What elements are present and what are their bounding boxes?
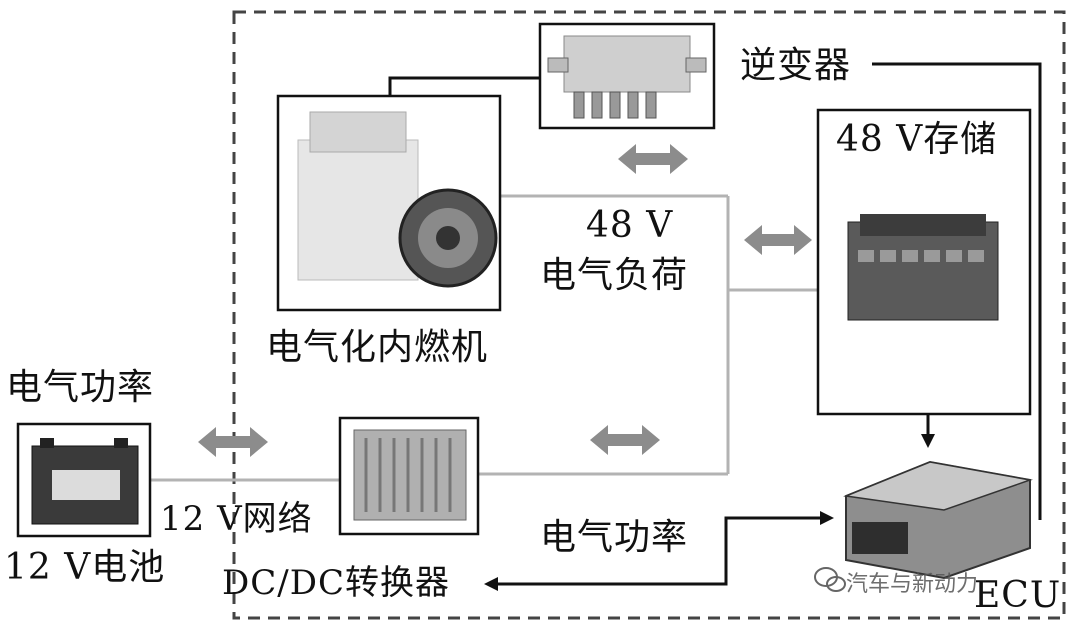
inverter-image	[538, 22, 716, 130]
load-48v-label-line1: 48 V	[586, 205, 674, 246]
battery-image	[16, 422, 152, 538]
control-lines	[388, 62, 1042, 586]
engine-image	[276, 94, 502, 312]
network-12v-label: 12 V网络	[160, 499, 313, 539]
bus-48v-lines	[150, 194, 818, 482]
electric-power-bottom-label: 电气功率	[540, 517, 689, 558]
battery-12v-label: 12 V电池	[4, 547, 166, 588]
system-boundary	[232, 10, 1066, 620]
electrified-ice-label: 电气化内燃机	[266, 327, 489, 368]
bidirectional-arrow	[198, 427, 268, 457]
watermark-text: 汽车与新动力	[846, 572, 979, 597]
electric-power-left-label: 电气功率	[6, 367, 155, 408]
storage-48v-label: 48 V存储	[836, 119, 998, 160]
storage-unit-image	[816, 108, 1032, 416]
bidirectional-arrow	[590, 425, 660, 455]
dcdc-converter-image	[338, 416, 480, 536]
load-48v-label-line2: 电气负荷	[540, 255, 689, 296]
inverter-label: 逆变器	[740, 45, 852, 86]
ecu-image	[843, 460, 1033, 580]
ecu-label: ECU	[974, 575, 1062, 616]
dcdc-converter-label: DC/DC转换器	[222, 563, 451, 603]
wechat-icon	[814, 567, 846, 592]
bidirectional-arrow	[744, 225, 812, 255]
bidirectional-arrow	[618, 144, 688, 174]
